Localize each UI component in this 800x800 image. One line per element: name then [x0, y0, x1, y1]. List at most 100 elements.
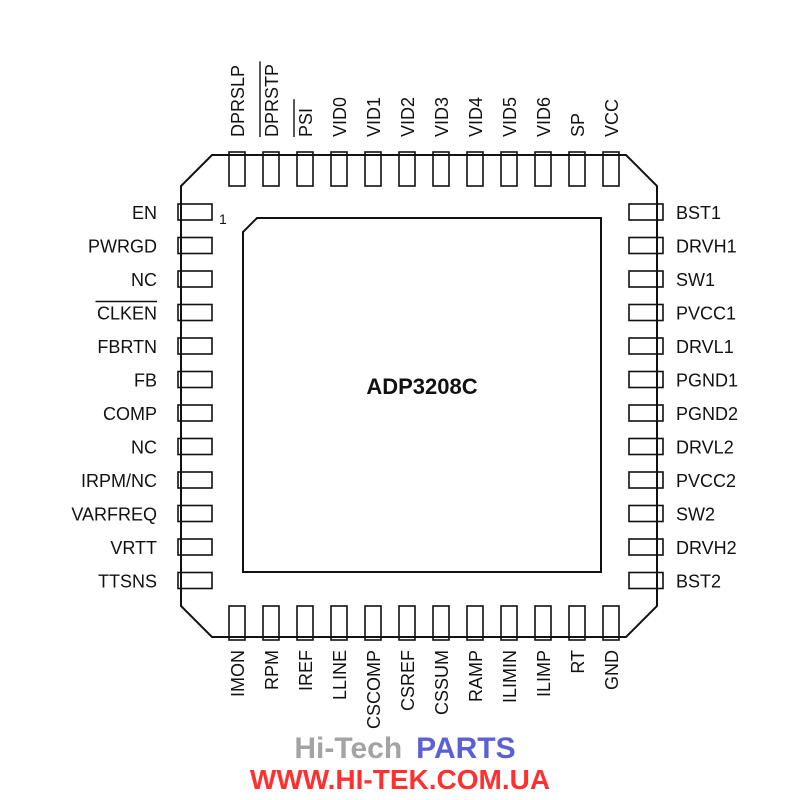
pin-pad-bottom-7 — [432, 605, 450, 641]
pin-label-psi: PSI — [296, 108, 316, 137]
pin-bottom-lline: LLINE — [330, 650, 350, 700]
pin-pad-left-7 — [177, 404, 213, 422]
pin-label-dprslp: DPRSLP — [228, 65, 248, 137]
pin-label-drvl2: DRVL2 — [676, 438, 734, 458]
pin-pad-bottom-1 — [228, 605, 246, 641]
pin-pad-right-8 — [628, 437, 664, 456]
pin1-marker: 1 — [219, 211, 227, 227]
pins-left: ENPWRGDNCCLKENFBRTNFBCOMPNCIRPM/NCVARFRE… — [71, 203, 213, 592]
pin-label-drvh1: DRVH1 — [676, 237, 737, 257]
pin-label-varfreq: VARFREQ — [71, 505, 157, 525]
pin-pad-right-10 — [628, 504, 664, 523]
pin-label-fbrtn: FBRTN — [97, 337, 157, 357]
pin-pad-bottom-9 — [500, 605, 518, 641]
pin-label-vid0: VID0 — [330, 97, 350, 137]
pin-pad-right-5 — [628, 337, 664, 355]
watermark-hitech: Hi-Tech — [294, 732, 402, 765]
pin-label-imon: IMON — [228, 650, 248, 697]
pin-label-clken: CLKEN — [97, 304, 157, 324]
pin-pad-top-10 — [534, 151, 552, 187]
pin-pad-left-8 — [177, 437, 213, 456]
pin-label-ttsns: TTSNS — [98, 572, 157, 592]
pin-label-ramp: RAMP — [466, 650, 486, 702]
pin-pad-bottom-2 — [262, 605, 280, 641]
pin-label-vrtt: VRTT — [110, 538, 157, 558]
pin-bottom-csref: CSREF — [398, 650, 418, 711]
pin-top-vid0: VID0 — [330, 97, 350, 137]
pin-pad-right-7 — [628, 404, 664, 422]
pin-label-vcc: VCC — [602, 99, 622, 137]
pin-pad-bottom-10 — [534, 605, 552, 641]
pin-label-vid6: VID6 — [534, 97, 554, 137]
pin-label-csref: CSREF — [398, 650, 418, 711]
pin-label-vid3: VID3 — [432, 97, 452, 137]
pin-label-cscomp: CSCOMP — [364, 650, 384, 729]
pin-pad-top-8 — [466, 151, 484, 187]
pin-label-fb: FB — [134, 371, 157, 391]
pin-pad-left-9 — [177, 471, 213, 489]
pin-pad-top-12 — [602, 151, 620, 187]
pins-right: BST1DRVH1SW1PVCC1DRVL1PGND1PGND2DRVL2PVC… — [628, 203, 738, 592]
pin-label-irpm-nc: IRPM/NC — [81, 471, 157, 491]
pin-top-vcc: VCC — [602, 99, 622, 137]
pin-top-vid2: VID2 — [398, 97, 418, 137]
pin-pad-top-7 — [432, 151, 450, 187]
pin-bottom-ilimin: ILIMIN — [500, 650, 520, 703]
pin-label-nc: NC — [131, 270, 157, 290]
pin-label-bst1: BST1 — [676, 203, 721, 223]
pin-label-ilimp: ILIMP — [534, 650, 554, 697]
pin-bottom-ilimp: ILIMP — [534, 650, 554, 697]
pin-label-pgnd2: PGND2 — [676, 404, 738, 424]
pin-label-gnd: GND — [602, 650, 622, 690]
pin-label-pvcc1: PVCC1 — [676, 304, 736, 324]
pin-pad-left-5 — [177, 337, 213, 355]
pin-label-sp: SP — [568, 113, 588, 137]
pin-pad-top-6 — [398, 151, 416, 187]
pin-pad-bottom-6 — [398, 605, 416, 641]
pin-top-vid6: VID6 — [534, 97, 554, 137]
pin-bottom-iref: IREF — [296, 650, 316, 691]
pin-label-rt: RT — [568, 650, 588, 674]
pin-top-vid5: VID5 — [500, 97, 520, 137]
pin-pad-left-10 — [177, 504, 213, 523]
pin-bottom-rt: RT — [568, 650, 588, 674]
pin-pad-top-9 — [500, 151, 518, 187]
pin-pad-bottom-4 — [330, 605, 348, 641]
pin-bottom-rpm: RPM — [262, 650, 282, 690]
pin-bottom-cscomp: CSCOMP — [364, 650, 384, 729]
pin-bottom-gnd: GND — [602, 650, 622, 690]
pin-top-dprslp: DPRSLP — [228, 65, 248, 137]
pin-pad-left-4 — [177, 303, 213, 322]
chip-name: ADP3208C — [366, 374, 477, 399]
pin-label-ilimin: ILIMIN — [500, 650, 520, 703]
pin-top-vid4: VID4 — [466, 97, 486, 137]
pin-pad-right-4 — [628, 303, 664, 322]
pin-pad-right-1 — [628, 203, 664, 221]
pin-pad-right-2 — [628, 236, 664, 255]
pin-label-comp: COMP — [103, 404, 157, 424]
pin-top-sp: SP — [568, 113, 588, 137]
pin-label-dprstp: DPRSTP — [262, 64, 282, 137]
watermark-url: WWW.HI-TEK.COM.UA — [250, 764, 550, 795]
pin-pad-bottom-3 — [296, 605, 314, 641]
pin-label-nc: NC — [131, 438, 157, 458]
pin-pad-top-3 — [296, 151, 314, 187]
pin-pad-right-11 — [628, 538, 664, 556]
pin-label-vid2: VID2 — [398, 97, 418, 137]
pin-label-pwrgd: PWRGD — [88, 237, 157, 257]
pin-label-vid5: VID5 — [500, 97, 520, 137]
pin-pad-top-1 — [228, 151, 246, 187]
pin-label-sw1: SW1 — [676, 270, 715, 290]
pin-label-cssum: CSSUM — [432, 650, 452, 715]
pin-label-pvcc2: PVCC2 — [676, 471, 736, 491]
pin-top-psi: PSI — [293, 99, 316, 137]
pin-pad-top-11 — [568, 151, 586, 187]
pin-label-pgnd1: PGND1 — [676, 371, 738, 391]
pin-pad-top-4 — [330, 151, 348, 187]
pin-pad-left-3 — [177, 270, 213, 288]
pin-label-drvl1: DRVL1 — [676, 337, 734, 357]
pin-pad-right-12 — [628, 571, 664, 590]
pin-pad-top-2 — [262, 151, 280, 187]
pin-label-bst2: BST2 — [676, 572, 721, 592]
